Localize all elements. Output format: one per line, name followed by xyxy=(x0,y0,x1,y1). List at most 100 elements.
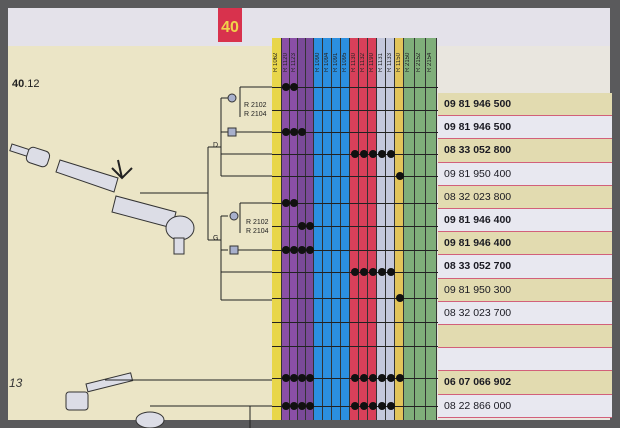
part-number-row xyxy=(438,348,612,372)
model-column-label: R 1095 xyxy=(342,52,348,72)
applicability-dot xyxy=(282,128,290,136)
tie-rod-drawing xyxy=(9,143,195,255)
model-column xyxy=(350,38,359,420)
applicability-dot xyxy=(395,294,404,302)
applicability-dot xyxy=(282,83,290,91)
part-number-row: 09 81 946 500 xyxy=(438,93,612,117)
model-column-label: R 1091 xyxy=(333,52,339,72)
washer-drawing xyxy=(135,411,165,428)
applicability-dot xyxy=(298,128,306,136)
applicability-dot xyxy=(306,374,314,382)
model-column-label: R 1090 xyxy=(315,52,321,72)
part-number-row: 08 32 023 700 xyxy=(438,301,612,325)
applicability-dot xyxy=(377,402,386,410)
model-column xyxy=(341,38,350,420)
section-number: 40.12 xyxy=(12,78,40,90)
part-number: 06 07 066 902 xyxy=(444,376,512,389)
applicability-dot xyxy=(298,246,306,254)
row-line xyxy=(272,226,438,227)
part-number: 08 32 023 800 xyxy=(444,190,512,203)
applicability-dot xyxy=(377,150,386,158)
model-column xyxy=(426,38,437,420)
applicability-dot xyxy=(306,246,314,254)
model-column xyxy=(282,38,290,420)
applicability-dot xyxy=(368,268,377,276)
model-column xyxy=(323,38,332,420)
row-line xyxy=(272,87,438,88)
illustration-area xyxy=(8,46,272,420)
model-column-label: R 2154 xyxy=(427,52,433,72)
applicability-dot xyxy=(359,268,368,276)
part-number: 09 81 946 500 xyxy=(444,121,512,134)
tie-rod-illustration xyxy=(9,86,272,428)
applicability-dot xyxy=(282,402,290,410)
model-column xyxy=(290,38,298,420)
part-number-row: 08 33 052 700 xyxy=(438,255,612,279)
part-number-row: 06 07 066 902 xyxy=(438,371,612,395)
branch-label-left: G xyxy=(213,235,219,242)
applicability-dot xyxy=(290,128,298,136)
model-column-label: R 1131 xyxy=(378,53,384,72)
model-column xyxy=(386,38,395,420)
row-line xyxy=(272,132,438,133)
applicability-dot xyxy=(290,246,298,254)
applicability-dot xyxy=(290,402,298,410)
applicability-dot xyxy=(298,402,306,410)
applicability-dot xyxy=(290,374,298,382)
applicability-dot xyxy=(298,374,306,382)
part-number: 08 32 023 700 xyxy=(444,306,512,319)
branch-label-right: D xyxy=(213,142,219,149)
row-line xyxy=(272,298,438,299)
model-column xyxy=(415,38,426,420)
model-column xyxy=(368,38,377,420)
model-column-label: R 1133 xyxy=(387,53,393,72)
part-number-row: 09 81 946 400 xyxy=(438,232,612,256)
applicability-dot xyxy=(359,402,368,410)
part-number-row: 09 81 946 500 xyxy=(438,116,612,140)
row-line xyxy=(272,110,438,111)
part-number: 09 81 950 400 xyxy=(444,167,512,180)
applicability-dot xyxy=(350,268,359,276)
part-number: 09 81 946 500 xyxy=(444,98,512,111)
part-number-row: 09 81 950 300 xyxy=(438,278,612,302)
applicability-dot xyxy=(350,402,359,410)
model-column-label: R 1094 xyxy=(324,52,330,72)
applicability-dot xyxy=(306,402,314,410)
applicability-dot xyxy=(377,268,386,276)
applicability-dot xyxy=(282,199,290,207)
model-column-label: R 1150 xyxy=(396,53,402,72)
applicability-dot xyxy=(298,222,306,230)
part-number: 08 22 866 000 xyxy=(444,399,512,412)
part-number: 08 33 052 800 xyxy=(444,144,512,157)
applicability-dot xyxy=(282,374,290,382)
row-line xyxy=(272,346,438,347)
applicability-dot xyxy=(395,172,404,180)
part-number-row xyxy=(438,325,612,349)
applicability-dot xyxy=(386,268,395,276)
round-variant-icon xyxy=(229,211,239,221)
applicability-dot xyxy=(350,374,359,382)
row-line xyxy=(272,203,438,204)
bolt-drawing xyxy=(65,372,134,411)
page-number-tab: 40 xyxy=(218,8,242,42)
applicability-dot xyxy=(386,402,395,410)
part-number: 09 81 946 400 xyxy=(444,237,512,250)
applicability-dot xyxy=(359,374,368,382)
applicability-dot xyxy=(306,222,314,230)
applicability-dot xyxy=(368,402,377,410)
part-number-row: 08 22 866 000 xyxy=(438,394,612,418)
model-column xyxy=(359,38,368,420)
part-number-row: 09 81 950 400 xyxy=(438,162,612,186)
applicability-dot xyxy=(282,246,290,254)
tree-lines xyxy=(105,86,272,428)
part-number: 09 81 950 300 xyxy=(444,283,512,296)
model-column-label: R 2150 xyxy=(405,52,411,72)
model-column xyxy=(314,38,323,420)
model-column-label: R 1130 xyxy=(351,53,357,72)
part-number: 09 81 946 400 xyxy=(444,214,512,227)
applicability-dot xyxy=(386,374,395,382)
applicability-dot xyxy=(359,150,368,158)
applicability-dot xyxy=(368,150,377,158)
applicability-dot xyxy=(395,374,404,382)
